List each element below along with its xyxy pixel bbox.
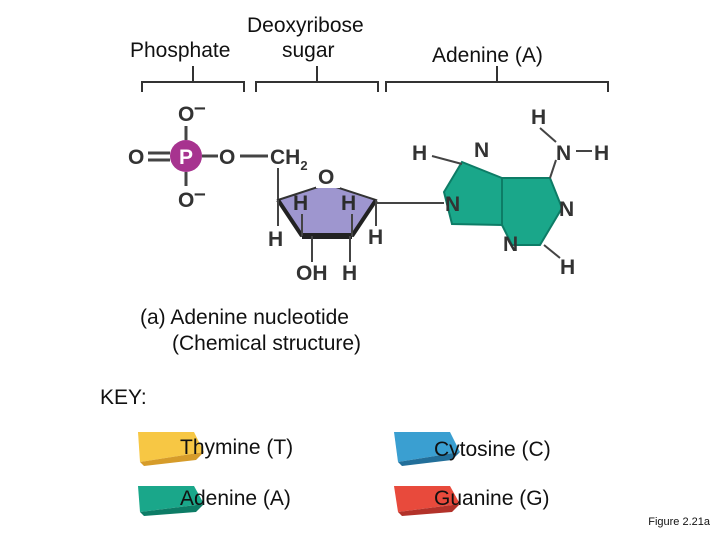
ring-oxygen: O bbox=[318, 166, 334, 189]
bracket-sugar bbox=[255, 66, 379, 92]
minus-top: – bbox=[194, 96, 206, 119]
h-ring-right: H bbox=[341, 192, 356, 215]
adenine-base: N H H N H N N N H bbox=[412, 106, 609, 279]
n-link: N bbox=[445, 193, 460, 216]
o-bridge: O bbox=[219, 146, 235, 169]
h-ring-left: H bbox=[293, 192, 308, 215]
cytosine-label: Cytosine (C) bbox=[434, 438, 551, 461]
o-minus-top: O bbox=[178, 103, 194, 126]
cytosine-swatch bbox=[394, 432, 460, 462]
adenine-swatch bbox=[138, 486, 204, 512]
key-item-guanine: Guanine (G) bbox=[394, 486, 550, 516]
n-bottom: N bbox=[503, 233, 518, 256]
n-amine: N bbox=[556, 142, 571, 165]
p-symbol: P bbox=[179, 146, 193, 169]
ch-subscript: 2 bbox=[300, 158, 307, 173]
h-right-out: H bbox=[368, 226, 383, 249]
thymine-label: Thymine (T) bbox=[180, 436, 293, 459]
ch-text: CH bbox=[270, 146, 300, 169]
bracket-phosphate bbox=[141, 66, 245, 92]
oh-group: OH bbox=[296, 262, 328, 285]
adenine-header-label: Adenine (A) bbox=[432, 44, 543, 67]
caption-line2: (Chemical structure) bbox=[172, 332, 361, 355]
deoxyribose-ring: O H H H H OH H bbox=[268, 166, 383, 285]
key-item-cytosine: Cytosine (C) bbox=[394, 432, 551, 466]
h-amine-right: H bbox=[594, 142, 609, 165]
n-right: N bbox=[559, 198, 574, 221]
thymine-swatch bbox=[138, 432, 204, 462]
o-left: O bbox=[128, 146, 144, 169]
guanine-label: Guanine (G) bbox=[434, 487, 550, 510]
h-amine-top: H bbox=[531, 106, 546, 129]
h-bottom: H bbox=[342, 262, 357, 285]
key-item-thymine: Thymine (T) bbox=[138, 432, 293, 466]
key-item-adenine: Adenine (A) bbox=[138, 486, 291, 516]
o-minus-bottom: O bbox=[178, 189, 194, 212]
h-left-out: H bbox=[268, 228, 283, 251]
caption-line1: (a) Adenine nucleotide bbox=[140, 306, 349, 329]
h-bottom-right: H bbox=[560, 256, 575, 279]
adenine-key-label: Adenine (A) bbox=[180, 487, 291, 510]
h-top-left: H bbox=[412, 142, 427, 165]
key-title: KEY: bbox=[100, 386, 147, 409]
phosphate-group: P O – O – O O bbox=[128, 96, 268, 212]
deoxyribose-label-line1: Deoxyribose bbox=[247, 14, 364, 37]
guanine-swatch bbox=[394, 486, 460, 512]
ch2-group: CH2 bbox=[270, 146, 308, 173]
n-top: N bbox=[474, 139, 489, 162]
bracket-adenine bbox=[385, 66, 609, 92]
phosphate-label: Phosphate bbox=[130, 39, 230, 62]
deoxyribose-label-line2: sugar bbox=[282, 39, 335, 62]
minus-bottom: – bbox=[194, 182, 206, 205]
figure-reference: Figure 2.21a bbox=[648, 516, 710, 528]
phosphorus-atom bbox=[170, 140, 202, 172]
